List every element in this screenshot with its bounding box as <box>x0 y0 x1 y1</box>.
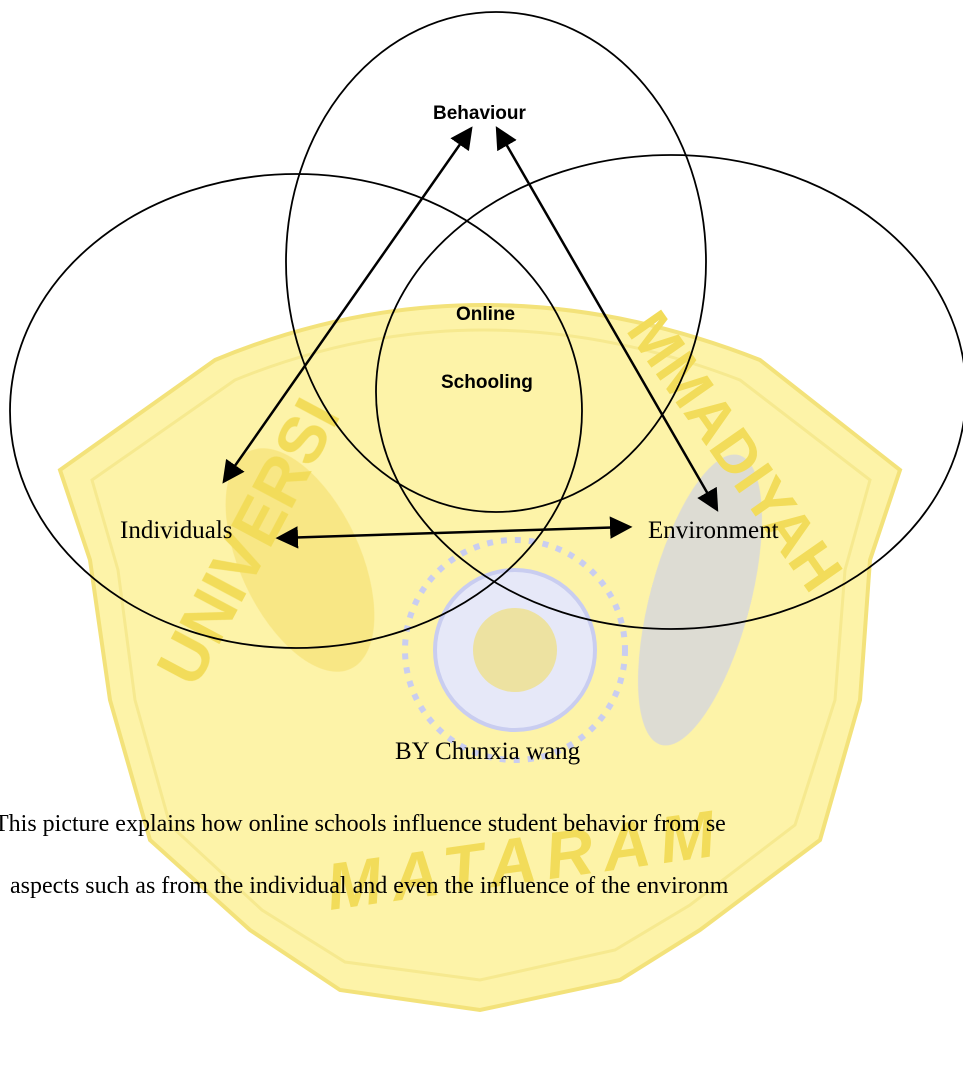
arrow-individuals-environment <box>275 516 633 549</box>
author-credit: BY Chunxia wang <box>395 738 581 765</box>
circle-behaviour <box>285 11 707 513</box>
arrow-behaviour-environment <box>495 126 719 512</box>
circle-individuals <box>9 173 583 649</box>
label-behaviour: Behaviour <box>433 103 526 124</box>
label-individuals: Individuals <box>120 517 233 544</box>
caption-line-1: This picture explains how online schools… <box>0 811 726 837</box>
caption-line-2: aspects such as from the individual and … <box>10 873 729 899</box>
watermark-foliage-icon <box>225 448 762 746</box>
label-schooling: Schooling <box>441 372 533 393</box>
label-environment: Environment <box>648 517 779 544</box>
arrow-individuals-behaviour <box>222 126 473 484</box>
label-online: Online <box>456 304 516 325</box>
